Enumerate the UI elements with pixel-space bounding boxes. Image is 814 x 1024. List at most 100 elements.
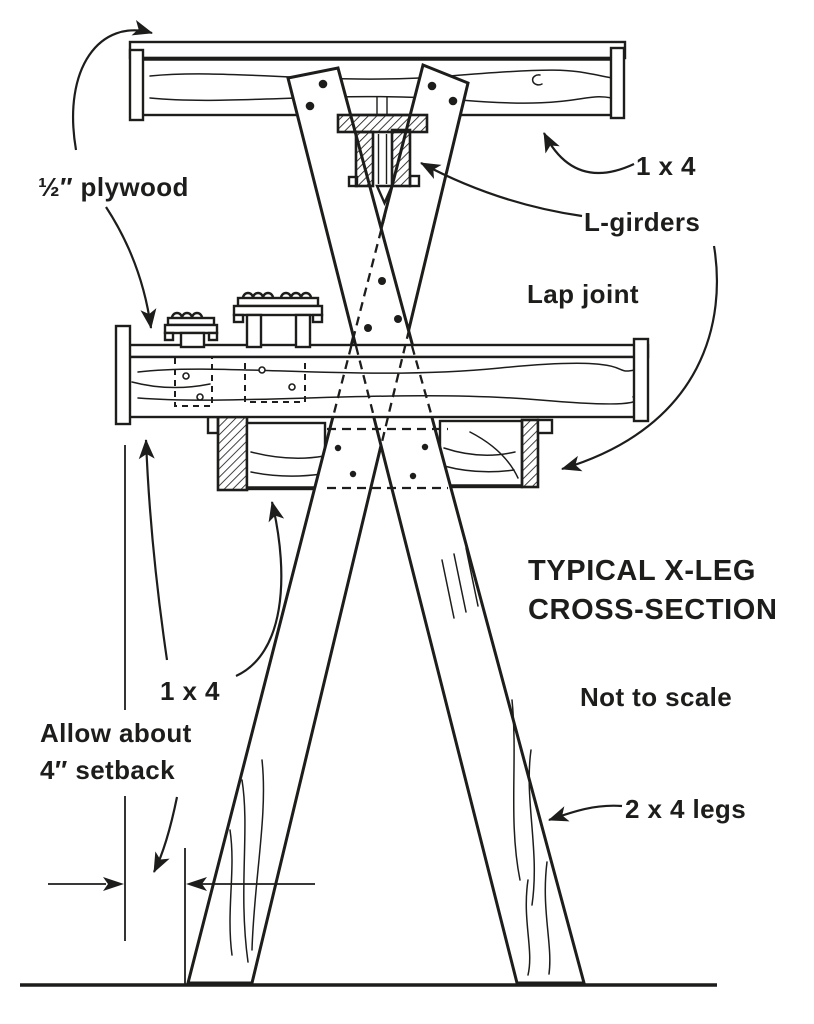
one-by-four-top-arrow (543, 132, 635, 174)
labels: ½″ plywood 1 x 4 L-girders Lap joint 1 x… (38, 151, 778, 824)
wood-grain (137, 362, 635, 374)
bolt-dot (448, 96, 458, 106)
leader-arrows (71, 20, 719, 873)
wood-grain (229, 829, 233, 956)
wood-grain (443, 465, 515, 473)
wood-grain (131, 381, 211, 389)
wood-grain (250, 471, 323, 477)
label-l-girders: L-girders (584, 207, 700, 237)
front-leg (286, 66, 586, 985)
screw-dot (349, 470, 357, 478)
label-2x4-legs: 2 x 4 legs (625, 794, 746, 824)
label-1x4-top: 1 x 4 (636, 151, 696, 181)
girder-web-section-left (354, 130, 375, 188)
screw-dot (421, 443, 429, 451)
top-girder-right-batten (609, 46, 626, 120)
clamp-stem (179, 331, 206, 349)
girder-flange-section (336, 113, 429, 134)
screw-dot (288, 383, 296, 391)
clamp-foot (311, 313, 324, 324)
clamp-screw-heads (279, 291, 313, 299)
one-by-four-mid-up-arrow (138, 439, 169, 661)
wood-grain (511, 699, 521, 881)
cleat-right-board (438, 419, 524, 489)
wood-grain (528, 749, 536, 906)
joist-clamp-small (163, 311, 219, 349)
two-by-four-legs-arrow (548, 804, 623, 822)
wood-grain (251, 759, 265, 951)
label-not-to-scale: Not to scale (580, 682, 732, 712)
clamp-bar (163, 323, 219, 335)
hidden-edges (174, 214, 448, 490)
one-by-four-mid-curved-arrow (235, 501, 285, 677)
screw-dot (196, 393, 204, 401)
dimension-arrowhead-right (103, 877, 124, 891)
fasteners (182, 79, 458, 480)
bolt-dot (364, 324, 372, 332)
clamp-foot (207, 331, 219, 342)
cleat-left-end-section (216, 415, 249, 492)
wood-grain (544, 861, 551, 975)
clamp-foot (232, 313, 245, 324)
cleat-left-board (245, 421, 327, 491)
l-girders-curved-arrow (561, 245, 719, 472)
joist-clamp-large (232, 291, 324, 349)
label-setback-line2: 4″ setback (40, 755, 175, 785)
bolt-tip (375, 184, 394, 206)
wood-grain (241, 779, 249, 963)
wood-grain (453, 553, 467, 613)
wood-grain (250, 451, 325, 459)
cleat-right-end-section (520, 418, 540, 489)
wood-grain (441, 559, 455, 619)
dimension-arrowhead-left (186, 877, 207, 891)
front-leg-board (286, 66, 586, 985)
diagram-title-line2: CROSS-SECTION (528, 594, 778, 626)
screw-dot (409, 472, 417, 480)
clamp-bar (232, 304, 324, 317)
wood-grain-knot (531, 74, 543, 86)
clamp-foot (163, 331, 175, 342)
lower-girder-left-batten (114, 324, 132, 426)
top-joint-detail (336, 96, 429, 206)
wood-grain (469, 431, 519, 479)
hidden-front-leg-edge (354, 345, 376, 418)
clamp-cap (236, 296, 320, 308)
lower-girder-web (123, 355, 645, 419)
wood-grain (525, 879, 531, 976)
diagram-title-line1: TYPICAL X-LEG (528, 555, 756, 587)
plywood-top-arrow (71, 20, 153, 151)
screw-dot (334, 444, 342, 452)
clamp-screw-heads (170, 311, 204, 319)
top-girder-flange (128, 40, 627, 60)
plywood-lower-arrow (105, 206, 157, 329)
label-setback-line1: Allow about (40, 718, 192, 748)
wood-grain (465, 547, 479, 607)
screw-dot (182, 372, 190, 380)
top-l-girder (128, 40, 627, 122)
cleat-left-step (206, 415, 220, 435)
hidden-back-leg-edge (331, 214, 387, 418)
l-girders-arrow (420, 162, 583, 218)
bolt-dot (378, 277, 386, 285)
top-girder-left-batten (128, 48, 145, 122)
ground-and-dimensions (20, 445, 717, 987)
lower-girder-right-batten (632, 337, 650, 423)
hidden-joist-outline (174, 356, 213, 407)
clamp-stem (245, 313, 263, 349)
label-lap-joint: Lap joint (527, 279, 639, 309)
wood-grain (443, 447, 516, 456)
joint-right-foot (408, 174, 421, 188)
label-plywood: ½″ plywood (38, 172, 189, 202)
hidden-back-leg-edge (379, 329, 411, 447)
bolt-dot (305, 101, 315, 111)
screw-dot (258, 366, 266, 374)
hidden-front-leg-edge (410, 345, 434, 418)
bolt-dot (394, 315, 402, 323)
hidden-joist-outline (244, 356, 306, 403)
girder-web-section-right (390, 128, 412, 188)
bolt-dot (318, 79, 328, 89)
cleat-right-step (536, 418, 554, 435)
clamp-screw-heads (241, 291, 275, 299)
